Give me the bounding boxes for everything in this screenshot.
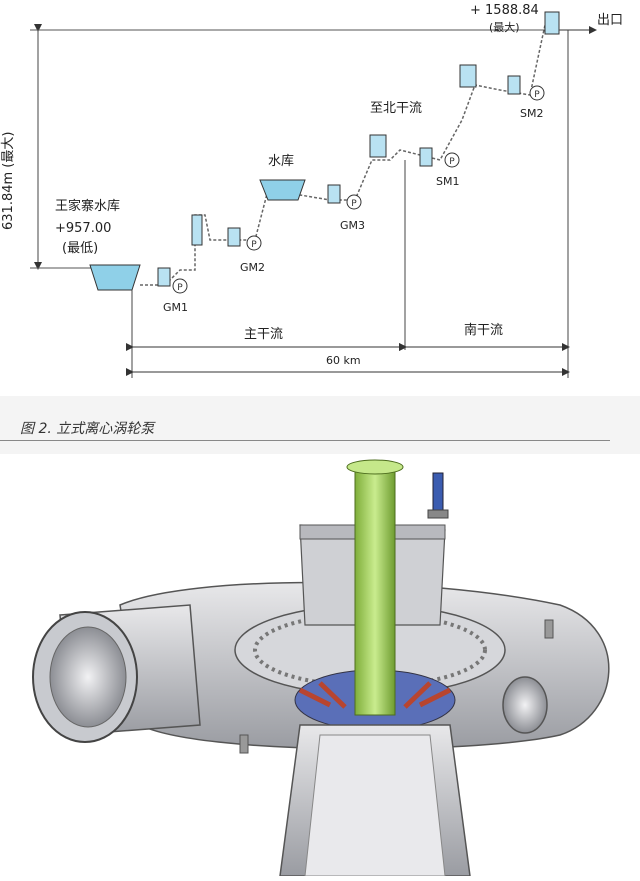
total-length-label: 60 km (326, 354, 361, 367)
vertical-dimension-label: 631.84m (最大) (1, 131, 16, 230)
pump-station-icons (172, 85, 545, 294)
svg-text:P: P (177, 283, 183, 293)
svg-text:P: P (449, 157, 455, 167)
south-trunk-label: 南干流 (464, 323, 504, 338)
top-elevation-note: (最大) (489, 21, 520, 34)
caption-band (0, 396, 640, 454)
pump-p-letters: P P P P P (177, 90, 540, 293)
north-branch-label: 至北干流 (370, 101, 423, 116)
station-gm3-label: GM3 (340, 219, 366, 232)
pipeline-profile (140, 24, 560, 286)
station-gm1-label: GM1 (163, 301, 189, 314)
station-gm2-label: GM2 (240, 261, 266, 274)
main-shaft (354, 464, 396, 716)
tank-icons (157, 11, 560, 287)
servo-actuator (432, 472, 444, 514)
shaft-coupling (346, 459, 404, 475)
pumping-profile-diagram: P P P P P + 1588.84 (最大) 出口 631.84m (最大)… (0, 0, 640, 395)
bottom-elevation-note: (最低) (62, 241, 99, 256)
top-elevation-label: + 1588.84 (470, 3, 539, 18)
pump-cutaway-illustration (0, 455, 640, 877)
mid-reservoir-label: 水库 (268, 154, 295, 169)
draft-tube-inner (304, 734, 446, 877)
caption-rule (0, 440, 610, 441)
main-trunk-label: 主干流 (244, 327, 284, 342)
bottom-reservoir-icon (89, 264, 141, 291)
station-sm2-label: SM2 (520, 107, 544, 120)
inlet-bore (49, 626, 127, 728)
outlet-label: 出口 (597, 13, 624, 28)
figure-caption: 图 2. 立式离心涡轮泵 (20, 421, 155, 437)
support-leg-right (544, 619, 554, 639)
profile-drawing: P P P P P (30, 11, 597, 378)
svg-text:P: P (351, 199, 357, 209)
mid-reservoir-icon (259, 179, 306, 201)
guide-vanes (298, 681, 452, 709)
station-sm1-label: SM1 (436, 175, 460, 188)
bottom-elevation-label: +957.00 (55, 221, 112, 236)
bottom-reservoir-label: 王家寨水库 (55, 199, 121, 214)
svg-text:P: P (251, 240, 257, 250)
servo-base (427, 509, 449, 519)
outlet-opening (502, 676, 548, 734)
svg-text:P: P (534, 90, 540, 100)
pump-cutaway-drawing (32, 459, 610, 877)
support-leg-left (239, 734, 249, 754)
